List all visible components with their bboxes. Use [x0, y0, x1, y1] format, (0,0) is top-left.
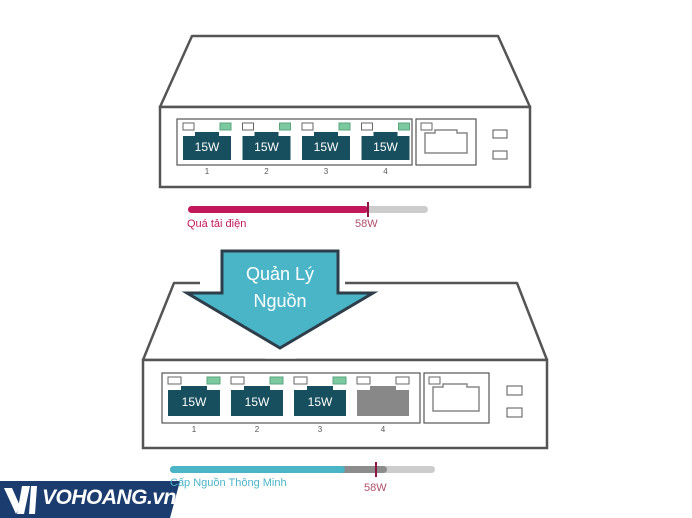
bottom-switch-port-group [161, 372, 421, 424]
bottom-power-bar [170, 462, 435, 477]
top-port-1: 15W 1 [182, 122, 232, 176]
top-limit-label: 58W [355, 218, 378, 230]
top-port-4-number: 4 [383, 167, 388, 176]
bottom-bar-label: Cấp Nguồn Thông Minh [170, 477, 287, 489]
bottom-switch-uplink-group [423, 372, 490, 424]
bottom-limit-label: 58W [364, 482, 387, 494]
top-port-1-power-label: 15W [195, 140, 220, 154]
top-switch-indicator-2 [492, 150, 508, 160]
top-switch-indicator-1 [492, 129, 508, 139]
logo-text: VOHOANG.vn [42, 486, 176, 509]
top-port-2-rj45 [242, 132, 291, 160]
bottom-port-3-number: 3 [318, 425, 323, 434]
top-port-1-poe-led [219, 122, 232, 131]
bottom-switch-body-top-right [345, 281, 549, 361]
bottom-port-2-power-label: 15W [245, 395, 270, 409]
top-port-3-link-led [301, 122, 314, 131]
top-port-2: 15W 2 [242, 122, 291, 176]
bottom-port-4: 4 [356, 376, 410, 434]
bottom-switch-indicator-1 [506, 385, 523, 396]
arrow-label-line1: Quản Lý [245, 264, 315, 284]
top-port-3: 15W 3 [301, 122, 351, 176]
bottom-switch-uplink-port [428, 376, 480, 412]
top-port-3-number: 3 [324, 167, 329, 176]
top-port-1-number: 1 [205, 167, 210, 176]
bottom-port-1-number: 1 [192, 425, 197, 434]
top-switch: 15W 1 15W 2 15W 3 15W 4 [158, 34, 532, 217]
top-port-4: 15W 4 [361, 122, 410, 176]
bottom-port-1-power-label: 15W [182, 395, 207, 409]
bottom-port-2-link-led [230, 376, 245, 385]
top-port-3-poe-led [338, 122, 351, 131]
bottom-port-1-rj45 [168, 386, 220, 416]
top-port-4-rj45 [361, 132, 410, 160]
bottom-port-3-link-led [293, 376, 308, 385]
top-port-3-rj45 [302, 132, 350, 160]
bottom-port-2: 15W 2 [230, 376, 284, 434]
top-port-4-poe-led [398, 122, 410, 131]
bottom-port-2-rj45 [231, 386, 283, 416]
top-port-2-link-led [242, 122, 254, 131]
top-port-1-rj45 [183, 132, 231, 160]
bottom-port-2-number: 2 [255, 425, 260, 434]
top-switch-uplink-port [420, 122, 468, 154]
logo-mark-icon [4, 486, 37, 514]
bottom-switch-body-top-left [141, 281, 200, 361]
top-switch-uplink-group [415, 118, 477, 166]
top-power-bar-fill [188, 206, 368, 213]
bottom-port-4-link-led [356, 376, 371, 385]
bottom-port-3-power-label: 15W [308, 395, 333, 409]
arrow-label-line2: Nguồn [253, 291, 307, 311]
bottom-port-3-rj45 [294, 386, 346, 416]
bottom-port-2-poe-led [269, 376, 284, 385]
top-power-bar [188, 202, 428, 217]
top-port-2-poe-led [279, 122, 291, 131]
top-port-4-power-label: 15W [373, 140, 398, 154]
top-port-2-power-label: 15W [254, 140, 279, 154]
bottom-port-1-poe-led [206, 376, 221, 385]
bottom-switch: 15W 1 15W 2 15W 3 4 [141, 281, 549, 477]
bottom-port-1-link-led [167, 376, 182, 385]
top-port-2-number: 2 [264, 167, 269, 176]
bottom-port-3: 15W 3 [293, 376, 347, 434]
bottom-port-3-poe-led [332, 376, 347, 385]
bottom-port-1: 15W 1 [167, 376, 221, 434]
top-bar-label: Quá tải điện [187, 218, 247, 230]
power-management-arrow [181, 249, 379, 350]
top-port-4-link-led [361, 122, 373, 131]
top-port-1-link-led [182, 122, 195, 131]
logo-background [0, 481, 180, 518]
bottom-switch-indicator-2 [506, 407, 523, 418]
bottom-port-4-poe-led [395, 376, 410, 385]
arrow-shape [181, 249, 379, 350]
vohoang-logo [0, 481, 180, 518]
top-switch-port-group [176, 118, 413, 166]
bottom-port-4-rj45 [357, 386, 409, 416]
bottom-power-bar-fill [170, 466, 345, 473]
top-switch-body-top [158, 34, 532, 109]
bottom-port-4-number: 4 [381, 425, 386, 434]
top-port-3-power-label: 15W [314, 140, 339, 154]
